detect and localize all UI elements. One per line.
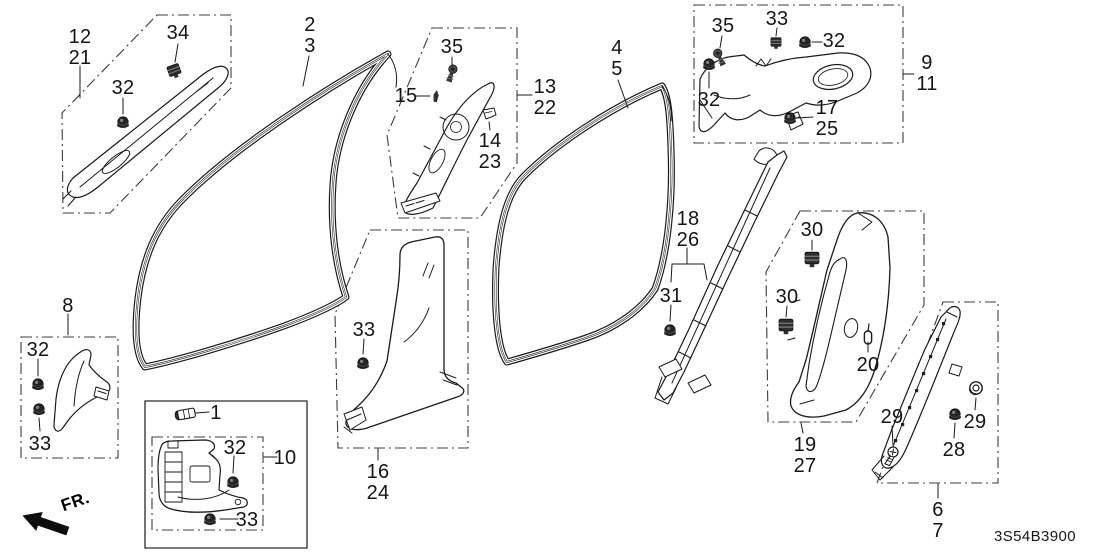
- grommet-33-icon: [356, 357, 370, 370]
- callout-12-21: 12 21: [68, 26, 92, 69]
- callout-17-25: 17 25: [815, 97, 839, 140]
- fr-arrow-icon: [22, 511, 70, 536]
- callout-20: 20: [856, 354, 880, 376]
- grommet-32-icon: [31, 378, 45, 391]
- center-pillar-lower-garnish-16-24: [343, 236, 465, 434]
- callout-6-7: 6 7: [932, 499, 944, 542]
- callout-30: 30: [775, 286, 799, 308]
- callout-2-3: 2 3: [304, 14, 316, 57]
- callout-15: 15: [394, 85, 418, 107]
- kick-panel-garnish-10: [157, 439, 248, 513]
- callout-32: 32: [223, 437, 247, 459]
- box-center-upper-garnish: [765, 210, 925, 423]
- callout-34: 34: [166, 22, 190, 44]
- box-clip-kit: [144, 400, 308, 549]
- callout-31: 31: [659, 285, 683, 307]
- callout-33: 33: [352, 319, 376, 341]
- rear-door-opening-seal-4-5: [492, 82, 675, 366]
- callout-19-27: 19 27: [793, 434, 817, 477]
- grommet-32-icon: [226, 476, 240, 489]
- grommet-33-icon: [203, 513, 217, 526]
- callout-9-11: 9 11: [916, 52, 938, 95]
- grommet-32-icon: [116, 116, 130, 129]
- callout-35: 35: [440, 36, 464, 58]
- callout-33: 33: [28, 433, 52, 455]
- grommet-32-icon: [702, 58, 716, 71]
- callout-29: 29: [880, 406, 904, 428]
- callout-10: 10: [273, 447, 297, 469]
- grommet-32-icon: [798, 36, 812, 49]
- callout-18-26: 18 26: [676, 208, 700, 251]
- callout-32: 32: [697, 89, 721, 111]
- box-kick-garnish: [151, 436, 264, 531]
- clip-14-icon: [482, 107, 497, 120]
- callout-28: 28: [942, 439, 966, 461]
- callout-32: 32: [111, 77, 135, 99]
- callout-29: 29: [963, 411, 987, 433]
- callout-8: 8: [62, 295, 74, 317]
- box-quarter-garnish: [693, 4, 904, 144]
- grommet-17-icon: [783, 112, 797, 125]
- callout-35: 35: [711, 15, 735, 37]
- upper-anchor-garnish-13-22: [400, 82, 495, 215]
- callout-33: 33: [235, 509, 259, 531]
- box-a-pillar-garnish: [61, 14, 232, 214]
- cowl-side-garnish-8: [53, 349, 111, 432]
- side-airbag-module-6-7: [871, 305, 963, 481]
- diagram-code: 3S54B3900: [994, 528, 1077, 545]
- callout-32: 32: [26, 339, 50, 361]
- clip-28-icon: [948, 408, 962, 421]
- box-cowl-side-garnish: [20, 336, 119, 459]
- callout-30: 30: [800, 219, 824, 241]
- grommet-31-icon: [663, 324, 677, 337]
- callout-16-24: 16 24: [366, 461, 390, 504]
- a-pillar-garnish-12-21: [62, 65, 229, 207]
- callout-32: 32: [822, 30, 846, 52]
- box-upper-anchor-garnish: [386, 27, 518, 219]
- front-door-opening-seal-2-3: [132, 50, 398, 371]
- b-pillar-stiffener-18-26: [654, 147, 788, 405]
- callout-4-5: 4 5: [611, 37, 623, 80]
- clip-15-icon: [432, 89, 440, 103]
- clip-34-icon: [166, 62, 183, 81]
- clip-30-icon: [804, 251, 820, 268]
- leader-lines: [37, 27, 977, 520]
- grommet-33-icon: [32, 403, 46, 416]
- screw-35-icon: [444, 63, 459, 84]
- callout-1: 1: [210, 402, 222, 424]
- center-pillar-upper-garnish-19-27: [787, 212, 891, 418]
- clip-33-icon: [770, 37, 782, 50]
- clip-30-icon: [778, 318, 794, 335]
- grommet-29-icon: [968, 380, 984, 396]
- callout-14-23: 14 23: [478, 130, 502, 173]
- callout-33: 33: [765, 8, 789, 30]
- callout-13-22: 13 22: [533, 76, 557, 119]
- clip-1-icon: [173, 407, 197, 421]
